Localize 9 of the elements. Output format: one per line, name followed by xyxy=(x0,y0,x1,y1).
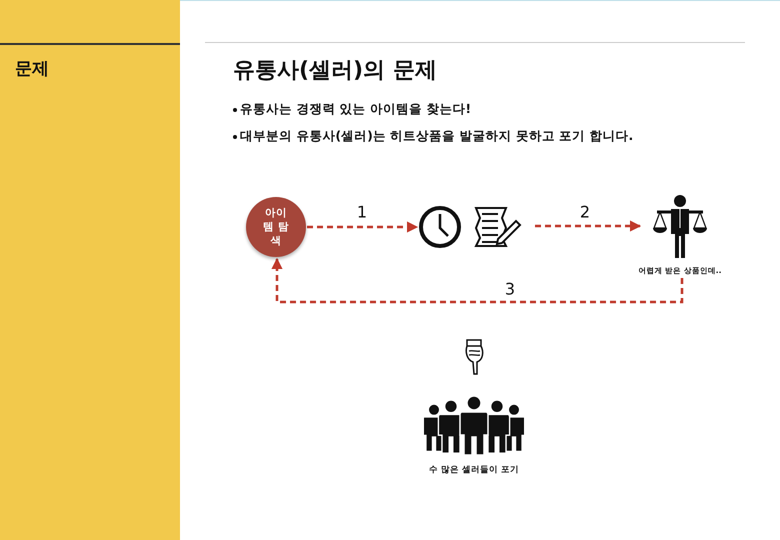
bullet-text: 유통사는 경쟁력 있는 아이템을 찾는다! xyxy=(240,101,472,118)
caption: 수 많은 셀러들이 포기 xyxy=(429,464,519,476)
section-heading: 문제 xyxy=(15,58,49,80)
bullet-text: 대부분의 유통사(셀러)는 히트상품을 발굴하지 못하고 포기 합니다. xyxy=(240,128,634,145)
arrow xyxy=(271,258,684,304)
arrow xyxy=(307,221,418,233)
arrow xyxy=(535,220,642,232)
title: 유통사(셀러)의 문제 xyxy=(233,57,437,85)
process-circle: 아이템 탐색 xyxy=(246,197,306,257)
